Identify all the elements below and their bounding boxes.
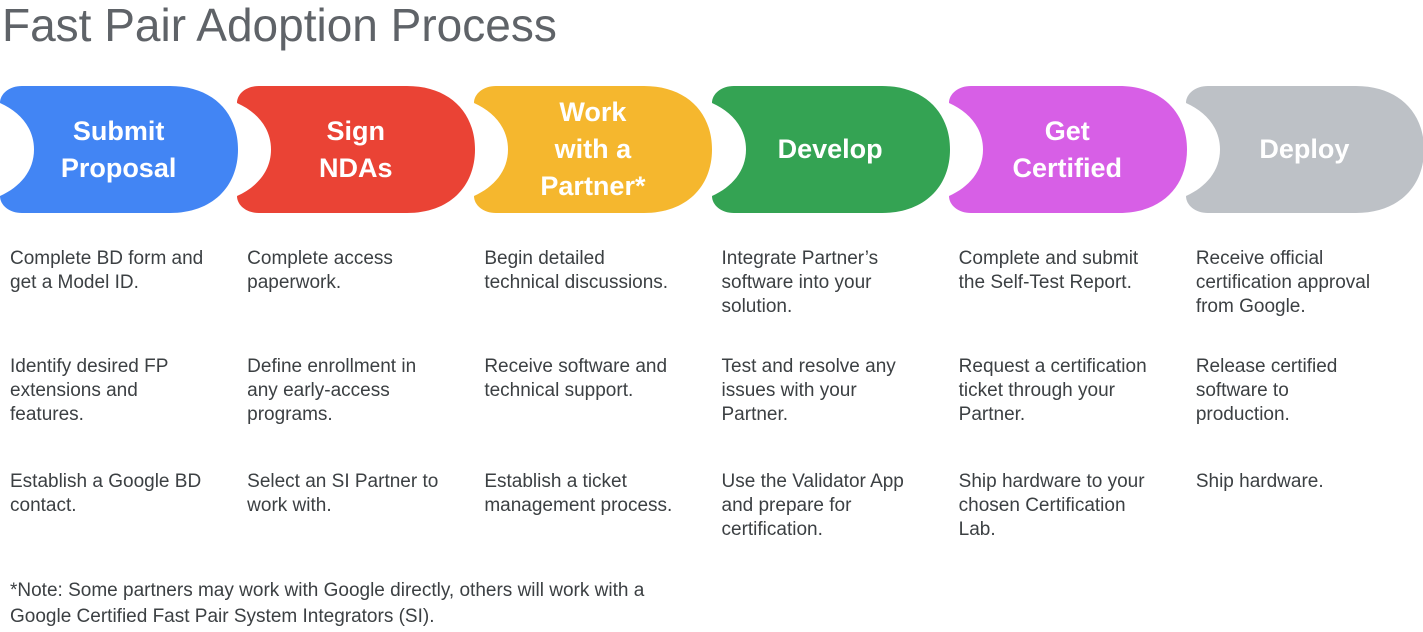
stage-shape-fill <box>711 86 950 213</box>
steps-column-deploy: Receive official certification approval … <box>1186 247 1423 542</box>
stage-chevron-shape <box>474 86 713 213</box>
step-text: Request a certification ticket through y… <box>958 356 1147 425</box>
step-text: Integrate Partner’s software into your s… <box>721 248 879 317</box>
stage-label: Develop <box>777 134 883 164</box>
step-text: Release certified software to production… <box>1195 356 1338 425</box>
step-text: Complete BD form and get a Model ID. <box>10 248 204 293</box>
stage-label: Deploy <box>1259 134 1350 164</box>
process-flow: Submit Proposal Sign NDAs Work with a Pa… <box>0 86 1423 213</box>
steps-column-submit-proposal: Complete BD form and get a Model ID. Ide… <box>0 247 237 542</box>
stage-chevron-shape <box>948 86 1187 213</box>
step-text: Receive software and technical support. <box>484 356 668 401</box>
step-text: Use the Validator App and prepare for ce… <box>721 471 904 540</box>
step-text: Complete access paperwork. <box>247 248 393 293</box>
stage-chevron-shape <box>237 86 476 213</box>
stage-shape-fill <box>474 86 713 213</box>
stage-chevron-shape <box>1185 86 1423 213</box>
steps-column-sign-ndas: Complete access paperwork. Define enroll… <box>237 247 474 542</box>
stage-deploy: Deploy <box>1185 86 1423 213</box>
stage-sign-ndas: Sign NDAs <box>237 86 476 213</box>
stage-label: Work with a Partner* <box>540 97 646 201</box>
steps-grid: Complete BD form and get a Model ID. Ide… <box>0 247 1423 542</box>
stage-shape-fill <box>0 86 238 213</box>
stage-develop: Develop <box>711 86 950 213</box>
stage-shape-fill <box>1185 86 1423 213</box>
page-title: Fast Pair Adoption Process <box>2 0 557 51</box>
stage-shape-fill <box>237 86 476 213</box>
stage-label: Sign NDAs <box>319 115 393 183</box>
step-text: Begin detailed technical discussions. <box>484 248 669 293</box>
steps-column-develop: Integrate Partner’s software into your s… <box>712 247 949 542</box>
footnote: *Note: Some partners may work with Googl… <box>10 580 645 627</box>
stage-chevron-shape <box>0 86 238 213</box>
stage-shape-fill <box>948 86 1187 213</box>
step-text: Select an SI Partner to work with. <box>247 471 439 516</box>
step-text: Receive official certification approval … <box>1195 248 1371 317</box>
stage-chevron-shape <box>711 86 950 213</box>
step-text: Define enrollment in any early-access pr… <box>247 356 417 425</box>
steps-column-get-certified: Complete and submit the Self-Test Report… <box>949 247 1186 542</box>
stage-work-with-partner: Work with a Partner* <box>474 86 713 213</box>
stage-label: Get Certified <box>1012 115 1123 183</box>
step-text: Test and resolve any issues with your Pa… <box>721 356 896 425</box>
step-text: Identify desired FP extensions and featu… <box>10 356 169 425</box>
steps-column-work-with-partner: Begin detailed technical discussions. Re… <box>474 247 711 542</box>
step-text: Establish a ticket management process. <box>484 471 673 516</box>
stage-submit-proposal: Submit Proposal <box>0 86 238 213</box>
step-text: Ship hardware to your chosen Certificati… <box>958 471 1145 540</box>
step-text: Complete and submit the Self-Test Report… <box>958 248 1139 293</box>
step-text: Ship hardware. <box>1195 471 1324 492</box>
stage-get-certified: Get Certified <box>948 86 1187 213</box>
step-text: Establish a Google BD contact. <box>10 471 202 516</box>
stage-label: Submit Proposal <box>60 115 177 183</box>
